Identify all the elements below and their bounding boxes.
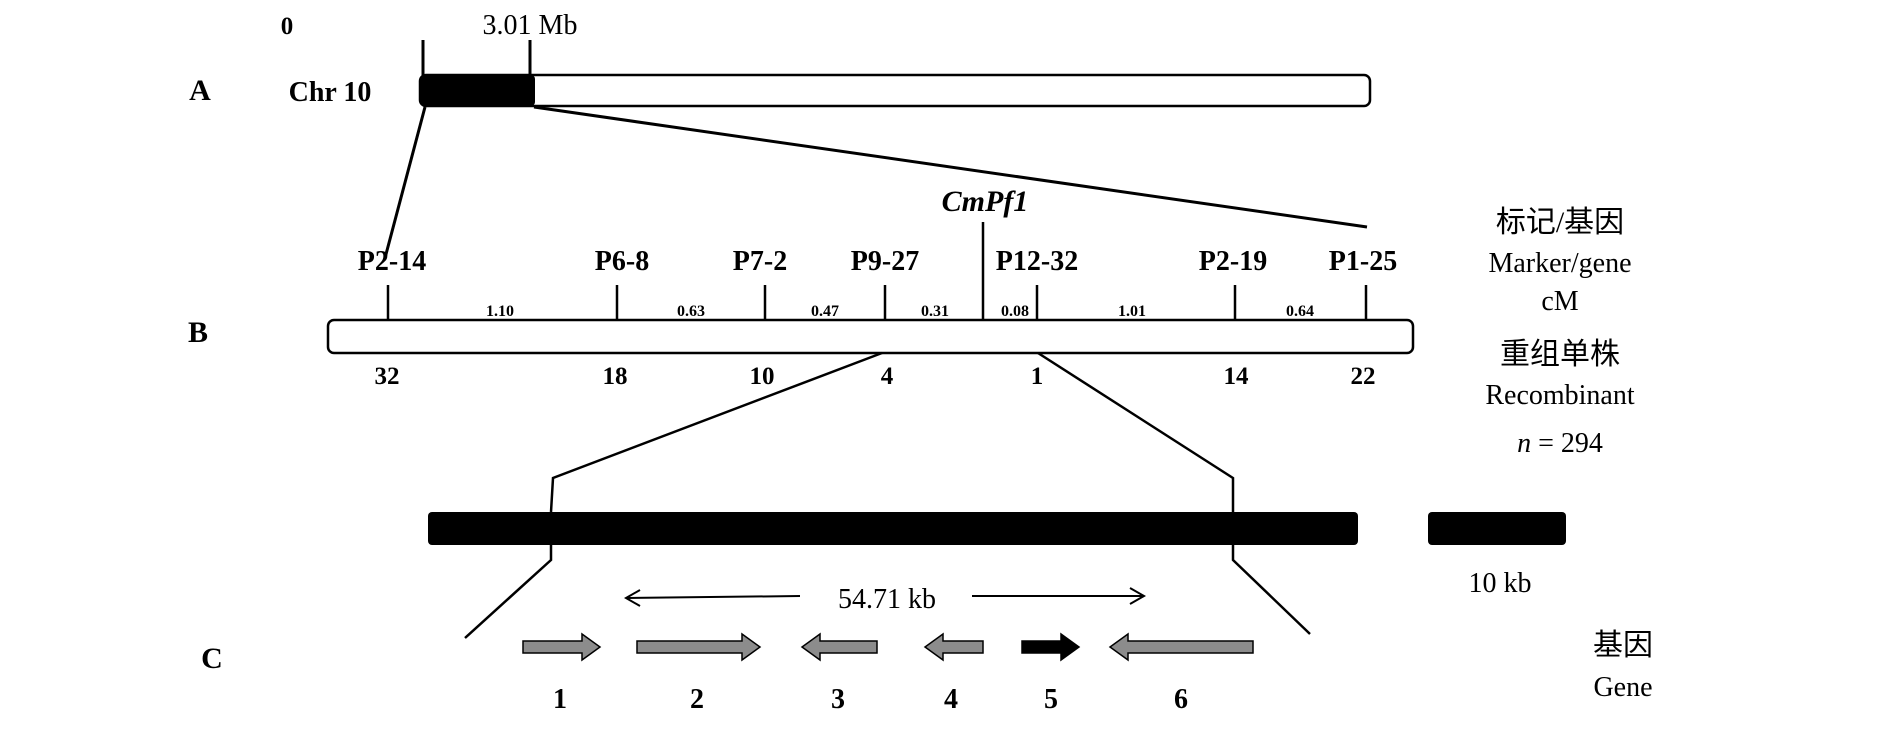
recombinant-count: 10: [750, 363, 775, 390]
legend-gene-en: Gene: [1593, 672, 1652, 703]
marker-label-p9-27: P9-27: [851, 246, 919, 277]
marker-label-p2-19: P2-19: [1199, 246, 1267, 277]
chromosome-region-label: 3.01 Mb: [483, 10, 578, 41]
region-size-label: 54.71 kb: [838, 584, 936, 615]
marker-label-p2-14: P2-14: [358, 246, 426, 277]
gene-label-6: 6: [1174, 684, 1188, 715]
recombinant-count: 1: [1031, 363, 1044, 390]
recombinant-count-layer: 32 18 10 4 1 14 22: [375, 363, 1376, 390]
legend-cm-unit: cM: [1541, 286, 1578, 317]
gene-label-2: 2: [690, 684, 704, 715]
panel-label-c: C: [201, 642, 223, 675]
zoom-line-left-b: [549, 351, 883, 513]
recombinant-count: 14: [1224, 363, 1250, 390]
gene-arrow-2: [636, 632, 762, 662]
interval-cm-label: 0.08: [1001, 303, 1029, 320]
interval-cm-label: 0.47: [811, 303, 839, 320]
chromosome-label: Chr 10: [289, 77, 372, 108]
interval-cm-label: 1.01: [1118, 303, 1146, 320]
scale-bar-label: 10 kb: [1469, 568, 1532, 599]
panel-label-b: B: [188, 316, 208, 349]
marker-label-p12-32: P12-32: [996, 246, 1078, 277]
gene-arrow-4: [923, 632, 984, 662]
gene-arrow-1: [522, 632, 602, 662]
interval-cm-label: 0.63: [677, 303, 705, 320]
chromosome-bar: [418, 73, 1372, 108]
genetic-map-bar: [326, 318, 1415, 355]
legend-gene-cn: 基因: [1593, 629, 1653, 662]
gene-label-4: 4: [944, 684, 958, 715]
scale-bar: [1428, 512, 1566, 545]
zoom-line-right-c: [1231, 545, 1311, 635]
physical-map-bar: [428, 512, 1358, 545]
zoom-line-right-b: [1037, 351, 1235, 512]
panel-label-a: A: [189, 74, 211, 107]
legend-marker-gene-cn: 标记/基因: [1496, 206, 1624, 239]
region-arrow-left-shaft: [627, 595, 801, 599]
recombinant-count: 22: [1351, 363, 1376, 390]
region-arrow-left-head: [623, 589, 641, 607]
legend-recombinant-cn: 重组单株: [1500, 338, 1620, 371]
target-gene-label: CmPf1: [942, 185, 1029, 218]
zoom-line-right-a: [533, 105, 1368, 229]
chromosome-start-label: 0: [281, 13, 294, 40]
gene-layer: 1 2 3 4 5 6: [522, 632, 1254, 715]
interval-cm-label: 0.64: [1286, 303, 1314, 320]
interval-cm-label: 1.10: [486, 303, 514, 320]
marker-layer: P2-14 P6-8 P7-2 P9-27 P12-32 P2-19 P1-25: [358, 246, 1397, 320]
gene-label-1: 1: [553, 684, 567, 715]
zoom-line-left-a: [383, 106, 427, 259]
population-n-value: = 294: [1531, 428, 1603, 459]
gene-arrow-3: [800, 632, 878, 662]
gene-arrow-5-candidate: [1021, 632, 1081, 662]
recombinant-count: 18: [603, 363, 628, 390]
recombinant-count: 4: [881, 363, 894, 390]
gene-label-5: 5: [1044, 684, 1058, 715]
legend-marker-gene-en: Marker/gene: [1488, 248, 1631, 279]
gene-arrow-6: [1108, 632, 1254, 662]
gene-label-3: 3: [831, 684, 845, 715]
marker-label-p6-8: P6-8: [595, 246, 649, 277]
marker-label-p1-25: P1-25: [1329, 246, 1397, 277]
population-n-symbol: n: [1517, 428, 1531, 459]
region-arrow-right-head: [1129, 587, 1147, 605]
legend-population-size: n = 294: [1517, 428, 1603, 459]
legend-recombinant-en: Recombinant: [1485, 380, 1635, 411]
interval-cm-label: 0.31: [921, 303, 949, 320]
zoom-line-left-c: [464, 545, 553, 639]
chromosome-mapped-region: [420, 75, 535, 106]
recombinant-count: 32: [375, 363, 400, 390]
interval-layer: 1.10 0.63 0.47 0.31 0.08 1.01 0.64: [486, 303, 1314, 320]
marker-label-p7-2: P7-2: [733, 246, 787, 277]
